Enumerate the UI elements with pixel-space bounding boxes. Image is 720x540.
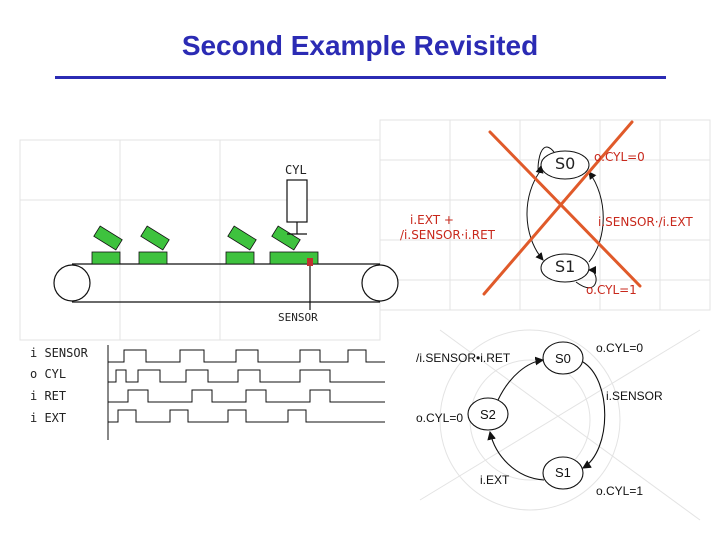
- crossed-output-s1: o.CYL=1: [586, 283, 637, 297]
- crossed-state-s1: S1: [555, 257, 576, 276]
- crossed-state-s0: S0: [555, 154, 576, 173]
- conveyor-belt: [53, 263, 399, 303]
- crossed-state-machine: [526, 146, 604, 289]
- sensor-probe: [307, 258, 313, 310]
- crossed-output-s0: o.CYL=0: [594, 150, 645, 164]
- crossed-left-transition-1: i.EXT +: [410, 213, 454, 227]
- red-cross: [482, 120, 642, 296]
- crossed-right-transition: i.SENSOR·/i.EXT: [598, 215, 693, 229]
- transition-s2-s0: /i.SENSOR•i.RET: [416, 351, 511, 365]
- pneumatic-cylinder: [286, 179, 308, 235]
- cylinder-label: CYL: [285, 163, 307, 177]
- signal-label-cyl: o CYL: [30, 367, 67, 381]
- state-s0: S0: [555, 351, 571, 366]
- slide-title: Second Example Revisited: [181, 30, 539, 61]
- output-s0: o.CYL=0: [596, 341, 644, 355]
- transition-s0-s1: i.SENSOR: [606, 389, 663, 403]
- signal-label-sensor: i SENSOR: [30, 346, 88, 360]
- state-s2: S2: [480, 407, 496, 422]
- title-underline: [55, 76, 666, 79]
- state-s1: S1: [555, 465, 571, 480]
- output-s1: o.CYL=1: [596, 484, 644, 498]
- workpiece-bottles: [93, 225, 301, 251]
- sensor-label: SENSOR: [278, 311, 318, 324]
- crossed-left-transition-2: /i.SENSOR·i.RET: [400, 228, 495, 242]
- signal-label-ret: i RET: [30, 389, 67, 403]
- transition-s1-s2: i.EXT: [480, 473, 510, 487]
- timing-waveforms: [107, 345, 385, 440]
- state-machine: [467, 341, 606, 490]
- workpiece-trays: [91, 251, 319, 265]
- background-sketch: [19, 119, 711, 521]
- signal-label-ext: i EXT: [30, 411, 67, 425]
- output-s2: o.CYL=0: [416, 411, 464, 425]
